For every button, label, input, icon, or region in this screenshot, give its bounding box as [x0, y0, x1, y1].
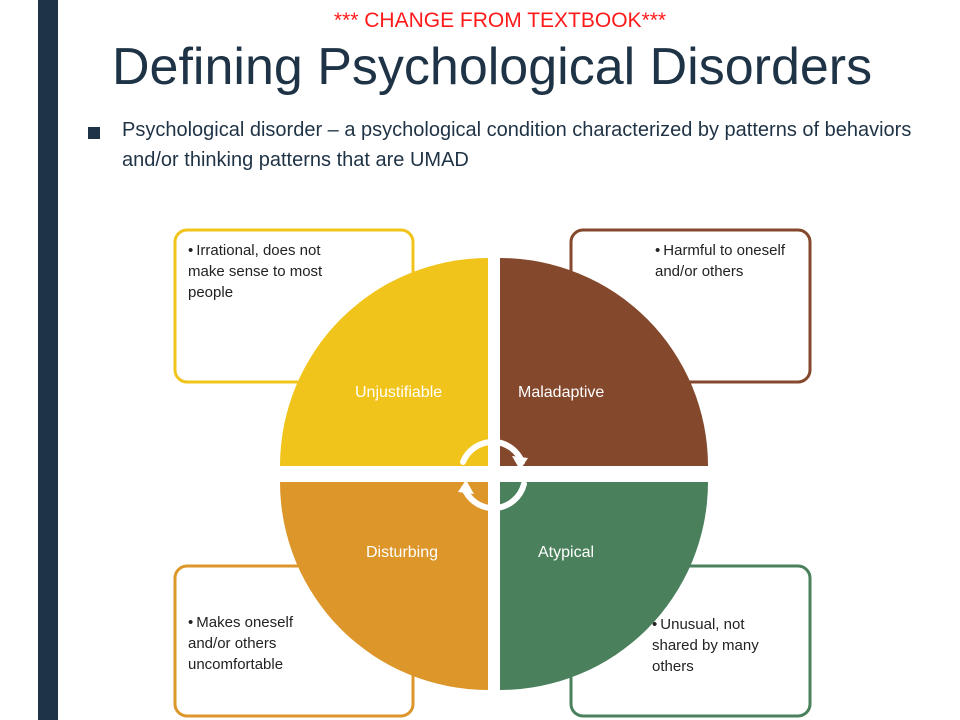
label-disturbing: Disturbing [366, 544, 439, 561]
slide-title: Defining Psychological Disorders [112, 38, 873, 96]
quadrant-disturbing [280, 482, 488, 690]
definition-term: Psychological disorder [122, 119, 323, 141]
desc-unjustifiable: •Irrational, does not make sense to most… [188, 242, 323, 301]
definition-text: Psychological disorder – a psychological… [122, 115, 912, 179]
change-note: *** CHANGE FROM TEXTBOOK*** [333, 9, 667, 32]
arrow-head-icon [512, 456, 528, 470]
quadrant-unjustifiable [280, 258, 488, 466]
desc-disturbing: •Makes oneself and/or others uncomfortab… [188, 614, 293, 673]
side-bar [38, 0, 58, 720]
desc-atypical: •Unusual, not shared by many others [652, 616, 759, 675]
quadrant-maladaptive [500, 258, 708, 466]
bullet-square-icon [88, 127, 100, 139]
quadrant-atypical [500, 482, 708, 690]
label-maladaptive: Maladaptive [518, 384, 605, 401]
label-atypical: Atypical [538, 544, 595, 561]
desc-maladaptive: •Harmful to oneself and/or others [655, 242, 785, 280]
arrow-head-icon [458, 480, 474, 494]
definition-body: – a psychological condition characterize… [122, 119, 912, 171]
label-unjustifiable: Unjustifiable [355, 384, 443, 401]
